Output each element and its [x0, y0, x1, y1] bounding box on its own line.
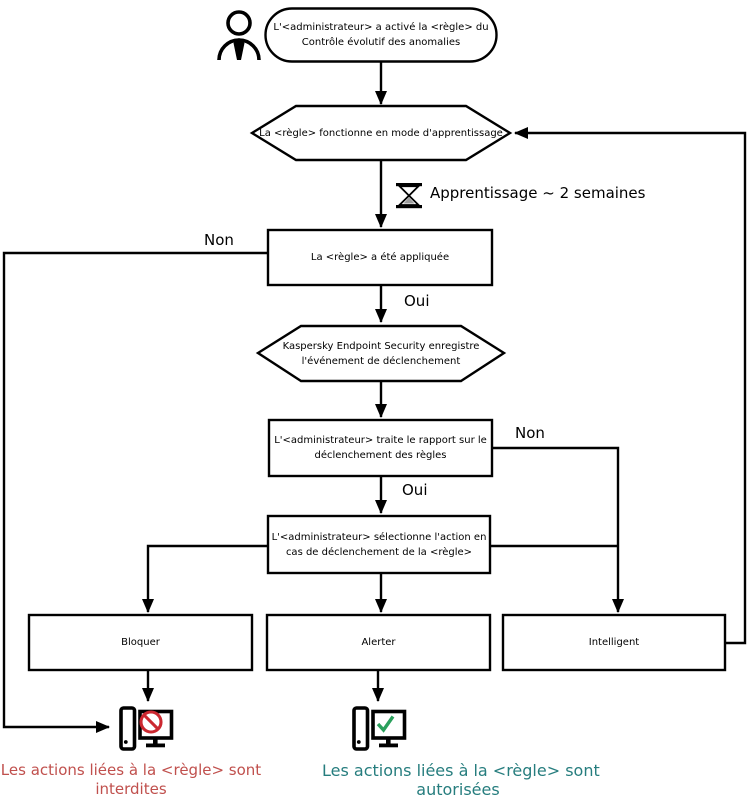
node-admin-report-line1: L'<administrateur> traite le rapport sur…	[274, 435, 487, 446]
node-rule-applied-line1: La <règle> a été appliquée	[310, 252, 450, 263]
node-admin-report-line2: déclenchement des règles	[314, 450, 447, 461]
node-admin-report: L'<administrateur> traite le rapport sur…	[269, 420, 492, 476]
node-start-line1: L'<administrateur> a activé la <règle> d…	[273, 22, 489, 33]
node-kes-event: Kaspersky Endpoint Security enregistre l…	[258, 326, 504, 381]
label-non-report: Non	[515, 424, 545, 442]
node-start: L'<administrateur> a activé la <règle> d…	[265, 9, 497, 61]
node-kes-event-line1: Kaspersky Endpoint Security enregistre	[282, 340, 480, 352]
learning-hexagon-shape	[249, 104, 513, 162]
node-smart-line1: Intelligent	[588, 637, 640, 648]
report-rect-shape	[267, 418, 494, 478]
node-learning-mode-line1: La <règle> fonctionne en mode d'apprenti…	[259, 127, 503, 139]
edge-report-non-to-smart	[492, 446, 624, 613]
blocked-computer-icon	[119, 706, 174, 751]
node-learning-mode: La <règle> fonctionne en mode d'apprenti…	[256, 106, 506, 160]
block-rect-shape	[27, 613, 254, 672]
node-block: Bloquer	[29, 615, 252, 670]
prohibition-sign-icon	[139, 710, 163, 734]
start-terminator-shape	[264, 7, 498, 63]
kes-event-hexagon-shape	[255, 324, 507, 383]
checkmark-icon	[376, 715, 395, 733]
edge-action-to-block	[142, 544, 268, 613]
alert-rect-shape	[265, 613, 492, 672]
node-alert: Alerter	[267, 615, 490, 670]
node-admin-action: L'<administrateur> sélectionne l'action …	[268, 516, 490, 573]
node-rule-applied: La <règle> a été appliquée	[268, 230, 492, 285]
caption-blocked-line1: Les actions liées à la <règle> sont	[0, 761, 262, 779]
action-rect-shape	[266, 514, 492, 575]
caption-allowed-line2: autorisées	[416, 780, 500, 799]
allowed-computer-icon	[352, 706, 407, 751]
edge-smart-loop-to-learning	[514, 127, 747, 645]
label-learning-duration: Apprentissage ~ 2 semaines	[430, 184, 646, 202]
hourglass-icon	[396, 183, 422, 209]
caption-blocked-line2: interdites	[95, 780, 167, 798]
edge-applied-non-to-blocked-icon	[2, 251, 268, 733]
node-smart: Intelligent	[503, 615, 725, 670]
node-kes-event-line2: l'événement de déclenchement	[301, 355, 461, 367]
label-oui-report: Oui	[402, 481, 428, 499]
label-non-applied: Non	[204, 231, 234, 249]
caption-allowed-line1: Les actions liées à la <règle> sont	[322, 761, 600, 780]
label-oui-applied: Oui	[404, 292, 430, 310]
node-block-line1: Bloquer	[121, 637, 160, 648]
node-admin-action-line2: cas de déclenchement de la <règle>	[285, 546, 473, 558]
caption-blocked: Les actions liées à la <règle> sont inte…	[0, 761, 262, 799]
node-admin-action-line1: L'<administrateur> sélectionne l'action …	[271, 531, 487, 543]
caption-allowed: Les actions liées à la <règle> sont auto…	[322, 761, 600, 799]
administrator-icon	[217, 10, 261, 61]
node-start-line2: Contrôle évolutif des anomalies	[301, 37, 461, 48]
node-alert-line1: Alerter	[361, 637, 396, 648]
